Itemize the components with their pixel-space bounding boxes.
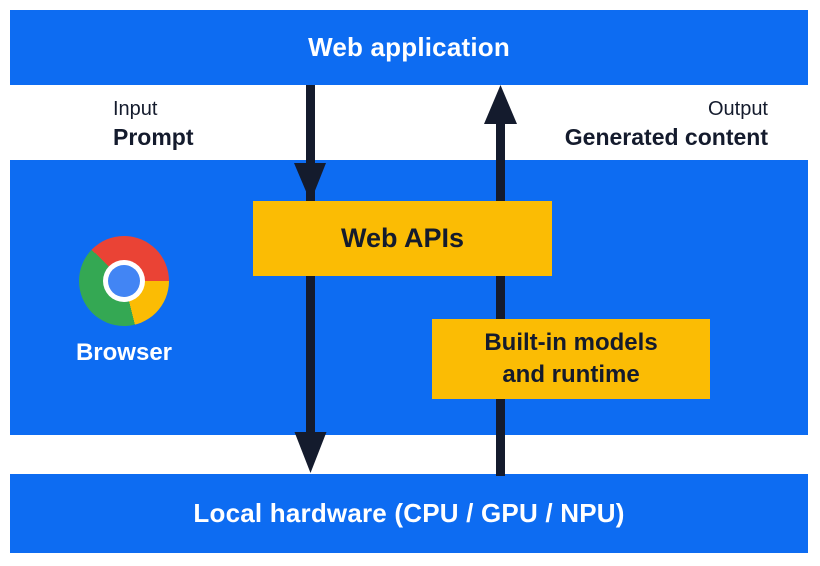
local-hardware-layer: Local hardware (CPU / GPU / NPU) xyxy=(10,474,808,553)
browser-block: Browser xyxy=(68,236,180,367)
input-annotation: Input Prompt xyxy=(113,96,194,152)
output-caption: Output xyxy=(707,98,768,120)
input-value: Prompt xyxy=(113,124,194,150)
web-application-label: Web application xyxy=(308,32,510,62)
local-hardware-label: Local hardware (CPU / GPU / NPU) xyxy=(193,498,625,528)
browser-label: Browser xyxy=(75,339,173,366)
web-application-layer: Web application xyxy=(10,10,808,85)
chrome-icon xyxy=(79,236,169,326)
builtin-models-label-line1: Built-in models xyxy=(484,329,658,356)
builtin-models-label-line2: and runtime xyxy=(502,361,640,388)
web-apis-box: Web APIs xyxy=(253,201,552,276)
input-caption: Input xyxy=(113,98,158,120)
output-value: Generated content xyxy=(564,124,768,150)
output-arrowhead-to-web-app xyxy=(484,85,517,124)
output-annotation: Output Generated content xyxy=(565,96,768,152)
web-apis-label: Web APIs xyxy=(340,223,465,253)
input-arrowhead-to-hardware xyxy=(294,432,327,473)
builtin-models-box: Built-in models and runtime xyxy=(432,319,710,399)
